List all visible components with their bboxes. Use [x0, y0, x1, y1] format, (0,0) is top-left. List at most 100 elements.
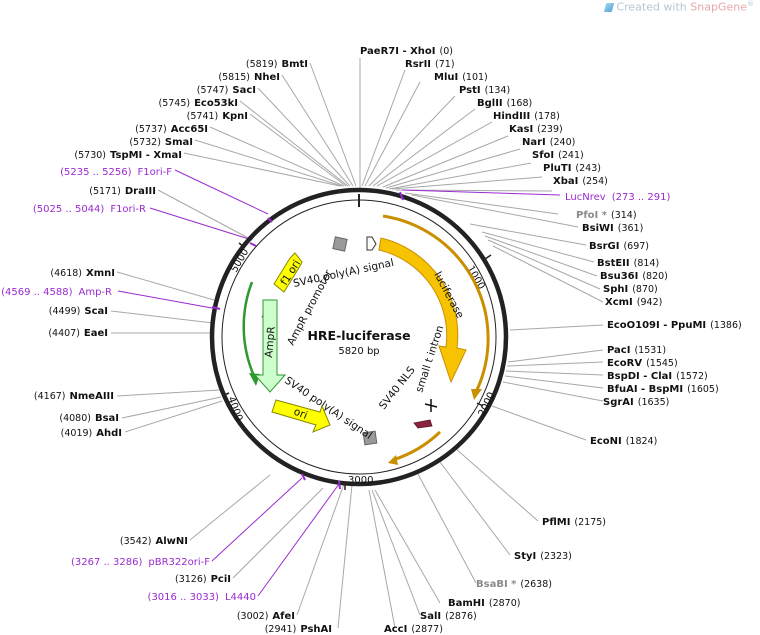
site-HindIII[interactable]: HindIII(178) — [493, 111, 560, 122]
leader-SalI — [371, 489, 421, 616]
leader-SgrAI — [502, 381, 604, 402]
site-PstI[interactable]: PstI(134) — [459, 85, 510, 96]
sites-left: (5819)BmtI (5815)NheI (5747)SacI (5745)E… — [1, 59, 332, 635]
site-F1ori_F[interactable]: (5235 .. 5256)F1ori-F — [60, 167, 172, 178]
primer-leaders — [117, 169, 561, 597]
watermark-reg: ® — [747, 0, 754, 8]
site-SphI[interactable]: SphI(870) — [603, 284, 658, 295]
site-F1ori_R[interactable]: (5025 .. 5044)F1ori-R — [33, 204, 146, 215]
tick-label-3000: 3000 — [348, 475, 373, 486]
site-AhdI[interactable]: (4019)AhdI — [61, 428, 122, 439]
leader-StyI — [439, 461, 511, 556]
f1-ori-arrow[interactable] — [273, 252, 303, 293]
site-XmnI[interactable]: (4618)XmnI — [50, 268, 115, 279]
luciferase-arrow[interactable] — [378, 237, 467, 384]
leader-EcoNI — [491, 405, 587, 441]
site-BsaBI[interactable]: BsaBI *(2638) — [476, 579, 552, 590]
site-SmaI[interactable]: (5732)SmaI — [129, 137, 193, 148]
polyA-bottom-marker[interactable] — [362, 430, 378, 446]
site-XbaI[interactable]: XbaI(254) — [553, 176, 608, 187]
plasmid-size: 5820 bp — [338, 346, 379, 357]
site-Amp_R[interactable]: (4569 .. 4588)Amp-R — [1, 287, 112, 298]
site-SalI[interactable]: SalI(2876) — [420, 611, 477, 622]
leader-TspMI — [183, 152, 341, 187]
site-BmtI[interactable]: (5819)BmtI — [246, 59, 308, 70]
ampr-outer-arc — [242, 281, 256, 377]
site-PaeR7I_XhoI[interactable]: PaeR7I - XhoI(0) — [360, 46, 453, 57]
leader-SacI — [257, 87, 351, 187]
primer-mark-pBR322 — [301, 473, 306, 481]
site-PluTI[interactable]: PluTI(243) — [543, 163, 601, 174]
leader-PshAI — [337, 484, 353, 629]
site-AfeI[interactable]: (3002)AfeI — [237, 611, 295, 622]
site-BsrGI[interactable]: BsrGI(697) — [589, 241, 649, 252]
site-BfuAI_BspMI[interactable]: BfuAI - BspMI(1605) — [607, 384, 719, 395]
site-PshAI[interactable]: (2941)PshAI — [265, 624, 332, 635]
leader-PciI — [232, 487, 324, 579]
tick-label-4000: 4000 — [225, 395, 244, 423]
site-EcoO109I_PpuMI[interactable]: EcoO109I - PpuMI(1386) — [607, 320, 742, 331]
site-MluI[interactable]: MluI(101) — [434, 72, 488, 83]
site-PciI[interactable]: (3126)PciI — [175, 574, 231, 585]
leader-RsrII — [361, 69, 406, 187]
site-BsiWI[interactable]: BsiWI(361) — [582, 223, 643, 234]
site-BsaI[interactable]: (4080)BsaI — [59, 413, 119, 424]
primer-mark-F1ori-R — [249, 242, 257, 247]
ori-arrow[interactable] — [271, 399, 331, 433]
tick-1000 — [484, 254, 492, 260]
small-t-intron-marker[interactable] — [413, 419, 433, 429]
site-TspMI_XmaI[interactable]: (5730)TspMI - XmaI — [74, 150, 182, 161]
site-EcoNI[interactable]: EcoNI(1824) — [590, 436, 657, 447]
polyA-top-arrow[interactable] — [366, 236, 377, 251]
site-PacI[interactable]: PacI(1531) — [607, 345, 666, 356]
leader-lines — [110, 58, 604, 629]
site-EaeI[interactable]: (4407)EaeI — [48, 328, 108, 339]
leader-SphI — [487, 239, 601, 290]
site-StyI[interactable]: StyI(2323) — [514, 551, 572, 562]
site-KasI[interactable]: KasI(239) — [509, 124, 563, 135]
site-BamHI[interactable]: BamHI(2870) — [448, 598, 520, 609]
site-BspDI_ClaI[interactable]: BspDI - ClaI(1572) — [607, 371, 708, 382]
sv40-nls-marker[interactable] — [424, 399, 438, 412]
sites-right: PaeR7I - XhoI(0) RsrII(71) MluI(101) Pst… — [360, 46, 742, 635]
site-DraIII[interactable]: (5171)DraIII — [89, 186, 156, 197]
leader-BamHI — [374, 489, 441, 604]
ampr-arrow[interactable] — [253, 299, 287, 393]
leader-Bsu36I — [484, 235, 598, 277]
site-NarI[interactable]: NarI(240) — [522, 137, 575, 148]
site-EcoRV[interactable]: EcoRV(1545) — [607, 358, 678, 369]
leader-BmtI — [309, 62, 357, 187]
site-SgrAI[interactable]: SgrAI(1635) — [603, 397, 669, 408]
watermark-brand: SnapGene — [690, 0, 747, 14]
site-pBR322ori_F[interactable]: (3267 .. 3286)pBR322ori-F — [71, 557, 210, 568]
leader-HindIII — [376, 121, 493, 187]
site-PfoI[interactable]: PfoI *(314) — [576, 210, 637, 221]
watermark-prefix: Created with — [616, 0, 691, 14]
site-LucNrev[interactable]: LucNrev(273 .. 291) — [565, 192, 670, 203]
site-NheI[interactable]: (5815)NheI — [218, 72, 280, 83]
small-t-intron-label: small t intron — [413, 324, 446, 394]
polyA-top-marker[interactable] — [332, 236, 348, 252]
site-L4440[interactable]: (3016 .. 3033)L4440 — [148, 592, 256, 603]
site-PflMI[interactable]: PflMI(2175) — [542, 517, 606, 528]
site-ScaI[interactable]: (4499)ScaI — [49, 306, 108, 317]
site-Acc65I[interactable]: (5737)Acc65I — [135, 124, 208, 135]
site-SacI[interactable]: (5747)SacI — [197, 85, 256, 96]
site-RsrII[interactable]: RsrII(71) — [405, 59, 455, 70]
site-Eco53kI[interactable]: (5745)Eco53kI — [158, 98, 238, 109]
site-NmeAIII[interactable]: (4167)NmeAIII — [34, 391, 114, 402]
site-AccI[interactable]: AccI(2877) — [384, 624, 443, 635]
leader-ScaI — [110, 310, 214, 324]
backbone-circle — [209, 187, 509, 487]
site-BglII[interactable]: BglII(168) — [477, 98, 532, 109]
site-Bsu36I[interactable]: Bsu36I(820) — [600, 271, 668, 282]
leader-DraIII — [157, 189, 253, 241]
site-AlwNI[interactable]: (3542)AlwNI — [120, 536, 188, 547]
site-KpnI[interactable]: (5741)KpnI — [187, 111, 248, 122]
site-XcmI[interactable]: XcmI(942) — [605, 297, 662, 308]
leader-Acc65I — [209, 126, 345, 187]
leader-AlwNI — [189, 474, 271, 541]
site-SfoI[interactable]: SfoI(241) — [532, 150, 584, 161]
site-BstEII[interactable]: BstEII(814) — [597, 258, 659, 269]
primer-mark-Amp-R — [211, 306, 221, 310]
